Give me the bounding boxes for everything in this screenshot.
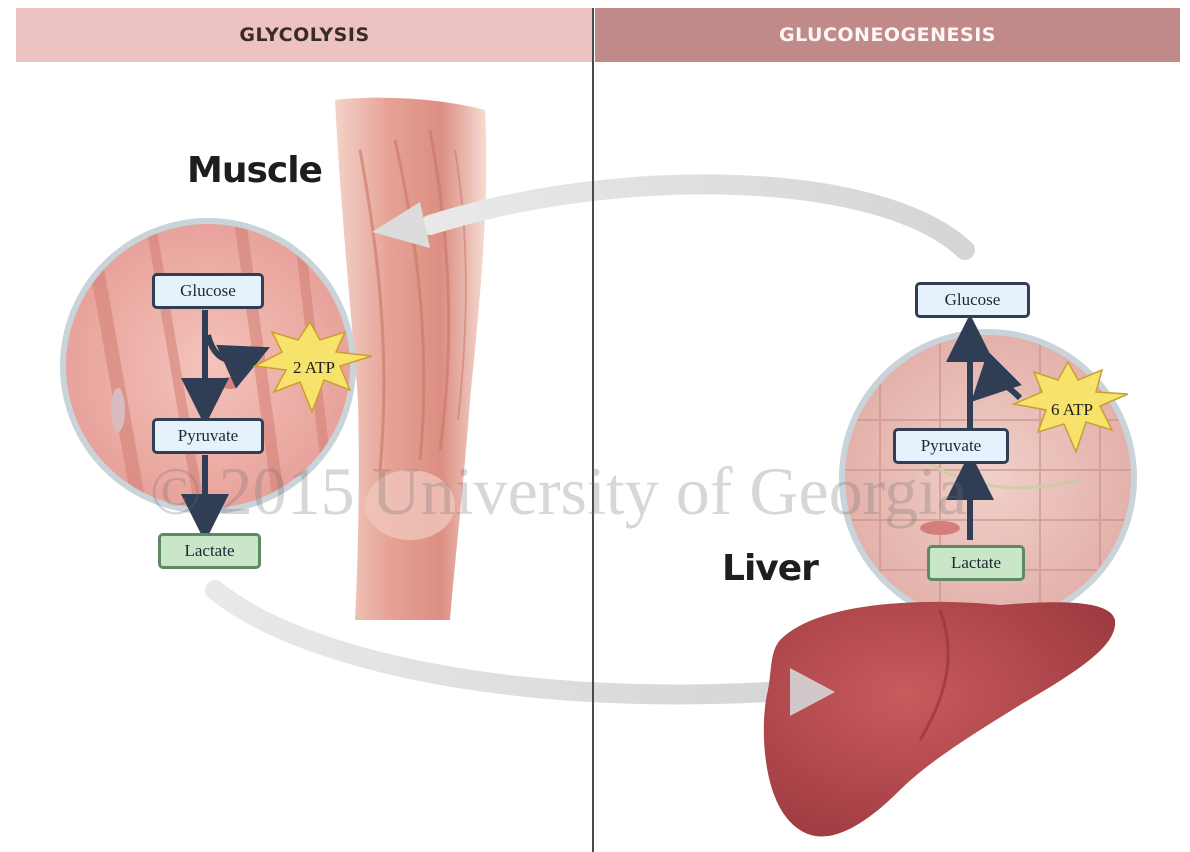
return-arrow-liver-to-muscle [430,184,965,250]
center-divider [592,8,594,852]
liver-illustration [764,602,1115,837]
muscle-glucose-box: Glucose [152,273,264,309]
muscle-atp-label: 2 ATP [282,358,346,378]
copyright-watermark: © 2015 University of Georgia [150,452,967,531]
liver-lactate-box: Lactate [927,545,1025,581]
muscle-lactate-box: Lactate [158,533,261,569]
liver-title: Liver [722,548,818,589]
liver-glucose-box: Glucose [915,282,1030,318]
liver-atp-label: 6 ATP [1040,400,1104,420]
muscle-title: Muscle [187,150,322,191]
lactate-arrow-muscle-to-liver [215,590,800,694]
muscle-pyruvate-box: Pyruvate [152,418,264,454]
